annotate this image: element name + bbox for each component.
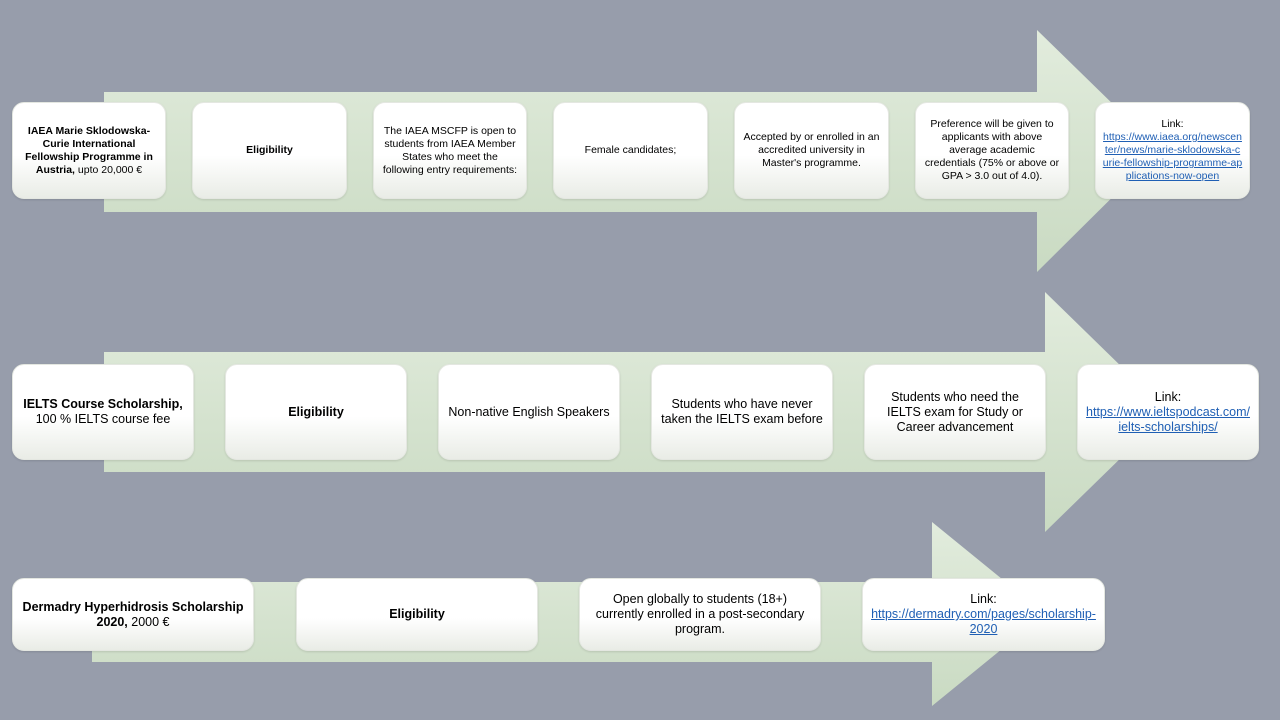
- requirement-text: Female candidates;: [584, 144, 677, 156]
- requirement-box: Non-native English Speakers: [438, 364, 620, 460]
- eligibility-box: Eligibility: [192, 102, 347, 199]
- requirement-text: Accepted by or enrolled in an accredited…: [743, 131, 880, 169]
- requirement-text: Open globally to students (18+) currentl…: [595, 592, 805, 636]
- requirement-intro-box: The IAEA MSCFP is open to students from …: [373, 102, 527, 199]
- requirement-text: Students who have never taken the IELTS …: [661, 397, 823, 426]
- requirement-text: Students who need the IELTS exam for Stu…: [887, 389, 1023, 434]
- link-box: Link: https://www.ieltspodcast.com/ielts…: [1077, 364, 1259, 460]
- process-arrow-3: [92, 522, 1045, 706]
- requirement-text: Preference will be given to applicants w…: [924, 118, 1060, 182]
- link-label: Link:: [1161, 118, 1184, 130]
- requirement-intro-text: The IAEA MSCFP is open to students from …: [382, 124, 518, 176]
- eligibility-box: Eligibility: [225, 364, 407, 460]
- scholarship-link[interactable]: https://www.iaea.org/newscenter/news/mar…: [1102, 131, 1243, 182]
- link-label: Link:: [1154, 389, 1182, 404]
- scholarship-title: IAEA Marie Sklodowska-Curie Internationa…: [25, 124, 153, 176]
- requirement-box: Preference will be given to applicants w…: [915, 102, 1069, 199]
- eligibility-label: Eligibility: [246, 144, 293, 156]
- requirement-box: Accepted by or enrolled in an accredited…: [734, 102, 889, 199]
- requirement-text: Non-native English Speakers: [448, 404, 610, 419]
- requirement-box: Students who need the IELTS exam for Stu…: [864, 364, 1046, 460]
- scholarship-title-box: IAEA Marie Sklodowska-Curie Internationa…: [12, 102, 166, 199]
- scholarship-title-box: IELTS Course Scholarship,100 % IELTS cou…: [12, 364, 194, 460]
- eligibility-label: Eligibility: [288, 404, 344, 419]
- scholarship-link[interactable]: https://dermadry.com/pages/scholarship-2…: [871, 607, 1096, 636]
- requirement-box: Students who have never taken the IELTS …: [651, 364, 833, 460]
- scholarship-title: Dermadry Hyperhidrosis Scholarship 2020,…: [22, 599, 244, 629]
- eligibility-label: Eligibility: [389, 607, 445, 621]
- link-box: Link: https://www.iaea.org/newscenter/ne…: [1095, 102, 1250, 199]
- requirement-box: Open globally to students (18+) currentl…: [579, 578, 821, 651]
- link-label: Link:: [970, 592, 997, 606]
- scholarship-title-box: Dermadry Hyperhidrosis Scholarship 2020,…: [12, 578, 254, 651]
- scholarship-title: IELTS Course Scholarship,100 % IELTS cou…: [23, 397, 183, 426]
- scholarship-link[interactable]: https://www.ieltspodcast.com/ielts-schol…: [1086, 404, 1250, 434]
- link-box: Link: https://dermadry.com/pages/scholar…: [862, 578, 1105, 651]
- process-arrow-2: [104, 292, 1168, 532]
- requirement-box: Female candidates;: [553, 102, 708, 199]
- eligibility-box: Eligibility: [296, 578, 538, 651]
